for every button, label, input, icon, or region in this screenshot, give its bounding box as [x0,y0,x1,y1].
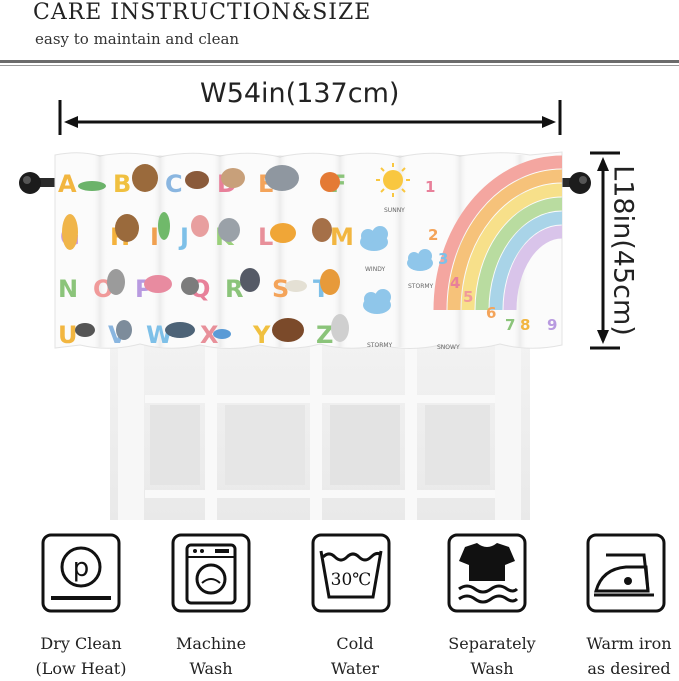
care-label-line1: Dry Clean [40,634,122,653]
alphabet-letter: L [258,223,273,251]
number-glyph: 8 [520,316,530,334]
svg-text:p: p [73,553,90,583]
alphabet-letter: J [178,223,189,251]
alphabet-letter: B [113,170,131,198]
alphabet-letter: A [58,170,77,198]
separate-wash-shirt-icon [447,533,527,613]
alphabet-letter: X [200,321,219,349]
care-label-line2: Wash [189,659,233,678]
care-label-line1: Machine [175,634,247,653]
header-subtitle: easy to maintain and clean [35,30,240,48]
width-dimension-line [58,100,562,135]
wash-tub-30c-icon: 30℃ [311,533,391,613]
svg-text:WINDY: WINDY [365,266,385,273]
alphabet-letter: Z [316,321,333,349]
svg-text:SUNNY: SUNNY [384,207,405,214]
alphabet-letter: I [150,223,159,251]
number-glyph: 6 [486,304,496,322]
height-dimension-line [590,151,620,350]
width-label: W54in(137cm) [200,78,400,109]
window-background [110,340,530,520]
number-glyph: 7 [505,316,515,334]
iron-warm-icon [586,533,666,613]
number-glyph: 3 [438,250,448,268]
height-label-container: L18in(45cm) [607,150,639,350]
svg-text:SNOWY: SNOWY [437,344,460,351]
care-label-line1: Warm iron [586,634,672,653]
svg-text:30℃: 30℃ [331,570,372,590]
number-glyph: 1 [425,178,435,196]
svg-text:STORMY: STORMY [408,283,434,290]
care-label-line2: as desired [587,659,671,678]
dry-clean-p-icon: p [41,533,121,613]
rainbow-print [433,155,563,311]
care-label-line2: (Low Heat) [35,659,127,678]
weather-labels: SUNNY WINDY STORMY STORMY SNOWY [365,207,460,351]
header-divider [0,60,679,63]
care-label-line2: Wash [470,659,514,678]
svg-text:STORMY: STORMY [367,342,393,349]
alphabet-letter: S [272,275,289,303]
sun-icon [376,163,410,197]
alphabet-letter: R [225,275,243,303]
product-scene: SUNNY WINDY STORMY STORMY SNOWY ABCDEFGH… [19,100,620,520]
alphabet-letter: Y [252,321,271,349]
number-glyph: 4 [450,274,460,292]
number-glyph: 9 [547,316,557,334]
valance-curtain: SUNNY WINDY STORMY STORMY SNOWY ABCDEFGH… [54,151,563,351]
number-glyph: 2 [428,226,438,244]
cloud-icon [360,226,433,314]
alphabet-letter: U [58,321,78,349]
header-title: CARE INSTRUCTION&SIZE [33,0,372,25]
animal-illustrations [62,164,349,342]
care-label-line1: Separately [448,634,536,653]
care-label-separately-wash: Separately Wash [432,631,552,681]
care-label-line2: Water [330,659,380,678]
alphabet-letter: C [165,170,183,198]
care-label-dry-clean: Dry Clean (Low Heat) [21,631,141,681]
care-label-line1: Cold [336,634,374,653]
alphabet-letter: M [330,223,354,251]
care-label-cold-water: Cold Water [295,631,415,681]
number-glyph: 5 [463,288,473,306]
care-label-machine-wash: Machine Wash [151,631,271,681]
care-label-warm-iron: Warm iron as desired [569,631,679,681]
machine-wash-icon [171,533,251,613]
header-divider-thin [0,65,679,66]
height-label: L18in(45cm) [607,165,639,336]
alphabet-letter: N [58,275,78,303]
